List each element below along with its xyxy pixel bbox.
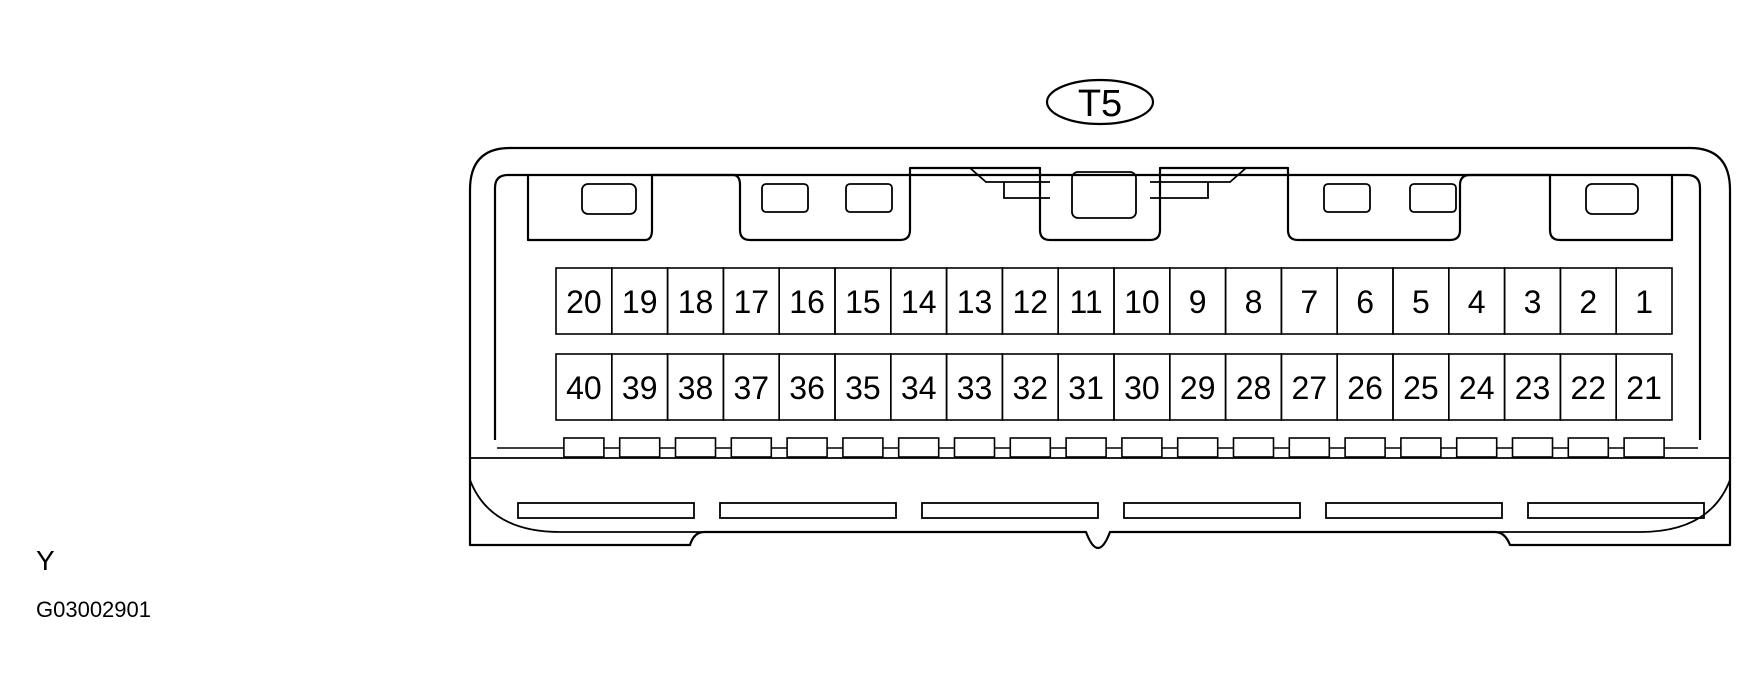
pin-number: 28 (1236, 370, 1272, 406)
pin-number: 38 (678, 370, 714, 406)
lock-window-6 (1585, 183, 1639, 215)
rail-slot-5 (1325, 502, 1503, 519)
rail-slot-2 (719, 502, 897, 519)
pin-number: 29 (1180, 370, 1216, 406)
lock-window-3 (845, 183, 893, 213)
pin-number: 24 (1459, 370, 1495, 406)
pin-number: 8 (1245, 284, 1263, 320)
pin-number: 40 (566, 370, 602, 406)
pin-number: 34 (901, 370, 937, 406)
pin-number: 19 (622, 284, 658, 320)
connector-housing (468, 146, 1732, 550)
pin-cell (1615, 353, 1673, 421)
retention-tab (842, 437, 884, 458)
retention-tab (1121, 437, 1163, 458)
pin-number: 12 (1013, 284, 1049, 320)
pin-number: 23 (1515, 370, 1551, 406)
pin-number: 18 (678, 284, 714, 320)
color-code-text: Y (36, 545, 55, 576)
pin-number: 22 (1571, 370, 1607, 406)
pin-number: 13 (957, 284, 993, 320)
retention-tabs (497, 437, 1698, 458)
rail-slot-6 (1527, 502, 1705, 519)
rail-slot-4 (1123, 502, 1301, 519)
pin-number: 15 (845, 284, 881, 320)
pin-number: 6 (1356, 284, 1374, 320)
pin-number: 39 (622, 370, 658, 406)
rail-slot-3 (921, 502, 1099, 519)
pin-number: 1 (1635, 284, 1653, 320)
center-lock-window (1071, 171, 1137, 219)
pin-number: 32 (1013, 370, 1049, 406)
pin-number: 25 (1403, 370, 1439, 406)
retention-tab (1288, 437, 1331, 458)
pin-number: 36 (789, 370, 825, 406)
pin-number: 31 (1068, 370, 1104, 406)
pin-number: 27 (1292, 370, 1328, 406)
pin-number: 9 (1189, 284, 1207, 320)
retention-tab (953, 437, 996, 458)
retention-tab (1176, 437, 1219, 458)
lock-window-1 (581, 183, 637, 215)
retention-tab (618, 437, 661, 458)
pin-number: 3 (1524, 284, 1542, 320)
figure-id-text: G03002901 (36, 597, 151, 622)
center-latch-steps (969, 167, 1247, 199)
lock-window-2 (761, 183, 809, 213)
pin-number: 7 (1300, 284, 1318, 320)
retention-tab (1400, 437, 1442, 458)
pin-number: 11 (1069, 284, 1102, 320)
pin-number: 10 (1124, 284, 1160, 320)
lock-window-5 (1409, 183, 1457, 213)
pin-number: 26 (1347, 370, 1383, 406)
pin-number: 4 (1468, 284, 1486, 320)
retention-tab (730, 437, 773, 458)
housing-outline (468, 146, 1732, 550)
retention-tab (1344, 437, 1386, 458)
lock-window-4 (1323, 183, 1371, 213)
connector-label-oval (1045, 78, 1155, 126)
pin-cell (1615, 267, 1673, 335)
housing-inner-wall (493, 173, 1702, 440)
retention-tab (1511, 437, 1554, 458)
retention-tab (1567, 437, 1610, 458)
pin-number: 5 (1412, 284, 1430, 320)
pin-number: 33 (957, 370, 993, 406)
pin-number: 20 (566, 284, 602, 320)
pin-number: 2 (1579, 284, 1597, 320)
pin-number: 21 (1626, 370, 1662, 406)
retention-tab (1009, 437, 1052, 458)
retention-tab (1623, 437, 1665, 458)
connector-label: T5 (1045, 78, 1155, 126)
rail-slot-1 (517, 502, 695, 519)
retention-tab (1232, 437, 1275, 458)
retention-tab (674, 437, 717, 458)
pin-number: 35 (845, 370, 881, 406)
retention-tab (563, 437, 605, 458)
pin-number: 17 (734, 284, 770, 320)
retention-tab (1455, 437, 1498, 458)
pin-number: 16 (789, 284, 825, 320)
pin-row-top: 20 19 18 17 16 15 14 13 12 11 10 9 8 7 6 5 4 3 2 1 (555, 267, 1673, 335)
pin-number: 30 (1124, 370, 1160, 406)
pin-number: 37 (734, 370, 770, 406)
retention-tab (1065, 437, 1107, 458)
housing-key-profile (526, 166, 1674, 242)
pin-row-bottom: 40 39 38 37 36 35 34 33 32 31 30 29 28 27 26 25 24 23 22 21 (555, 353, 1673, 421)
housing-base-curve (469, 479, 1731, 533)
retention-tab (786, 437, 828, 458)
retention-tab (897, 437, 940, 458)
connector-label-text: T5 (1078, 83, 1122, 125)
pin-number: 14 (901, 284, 937, 320)
